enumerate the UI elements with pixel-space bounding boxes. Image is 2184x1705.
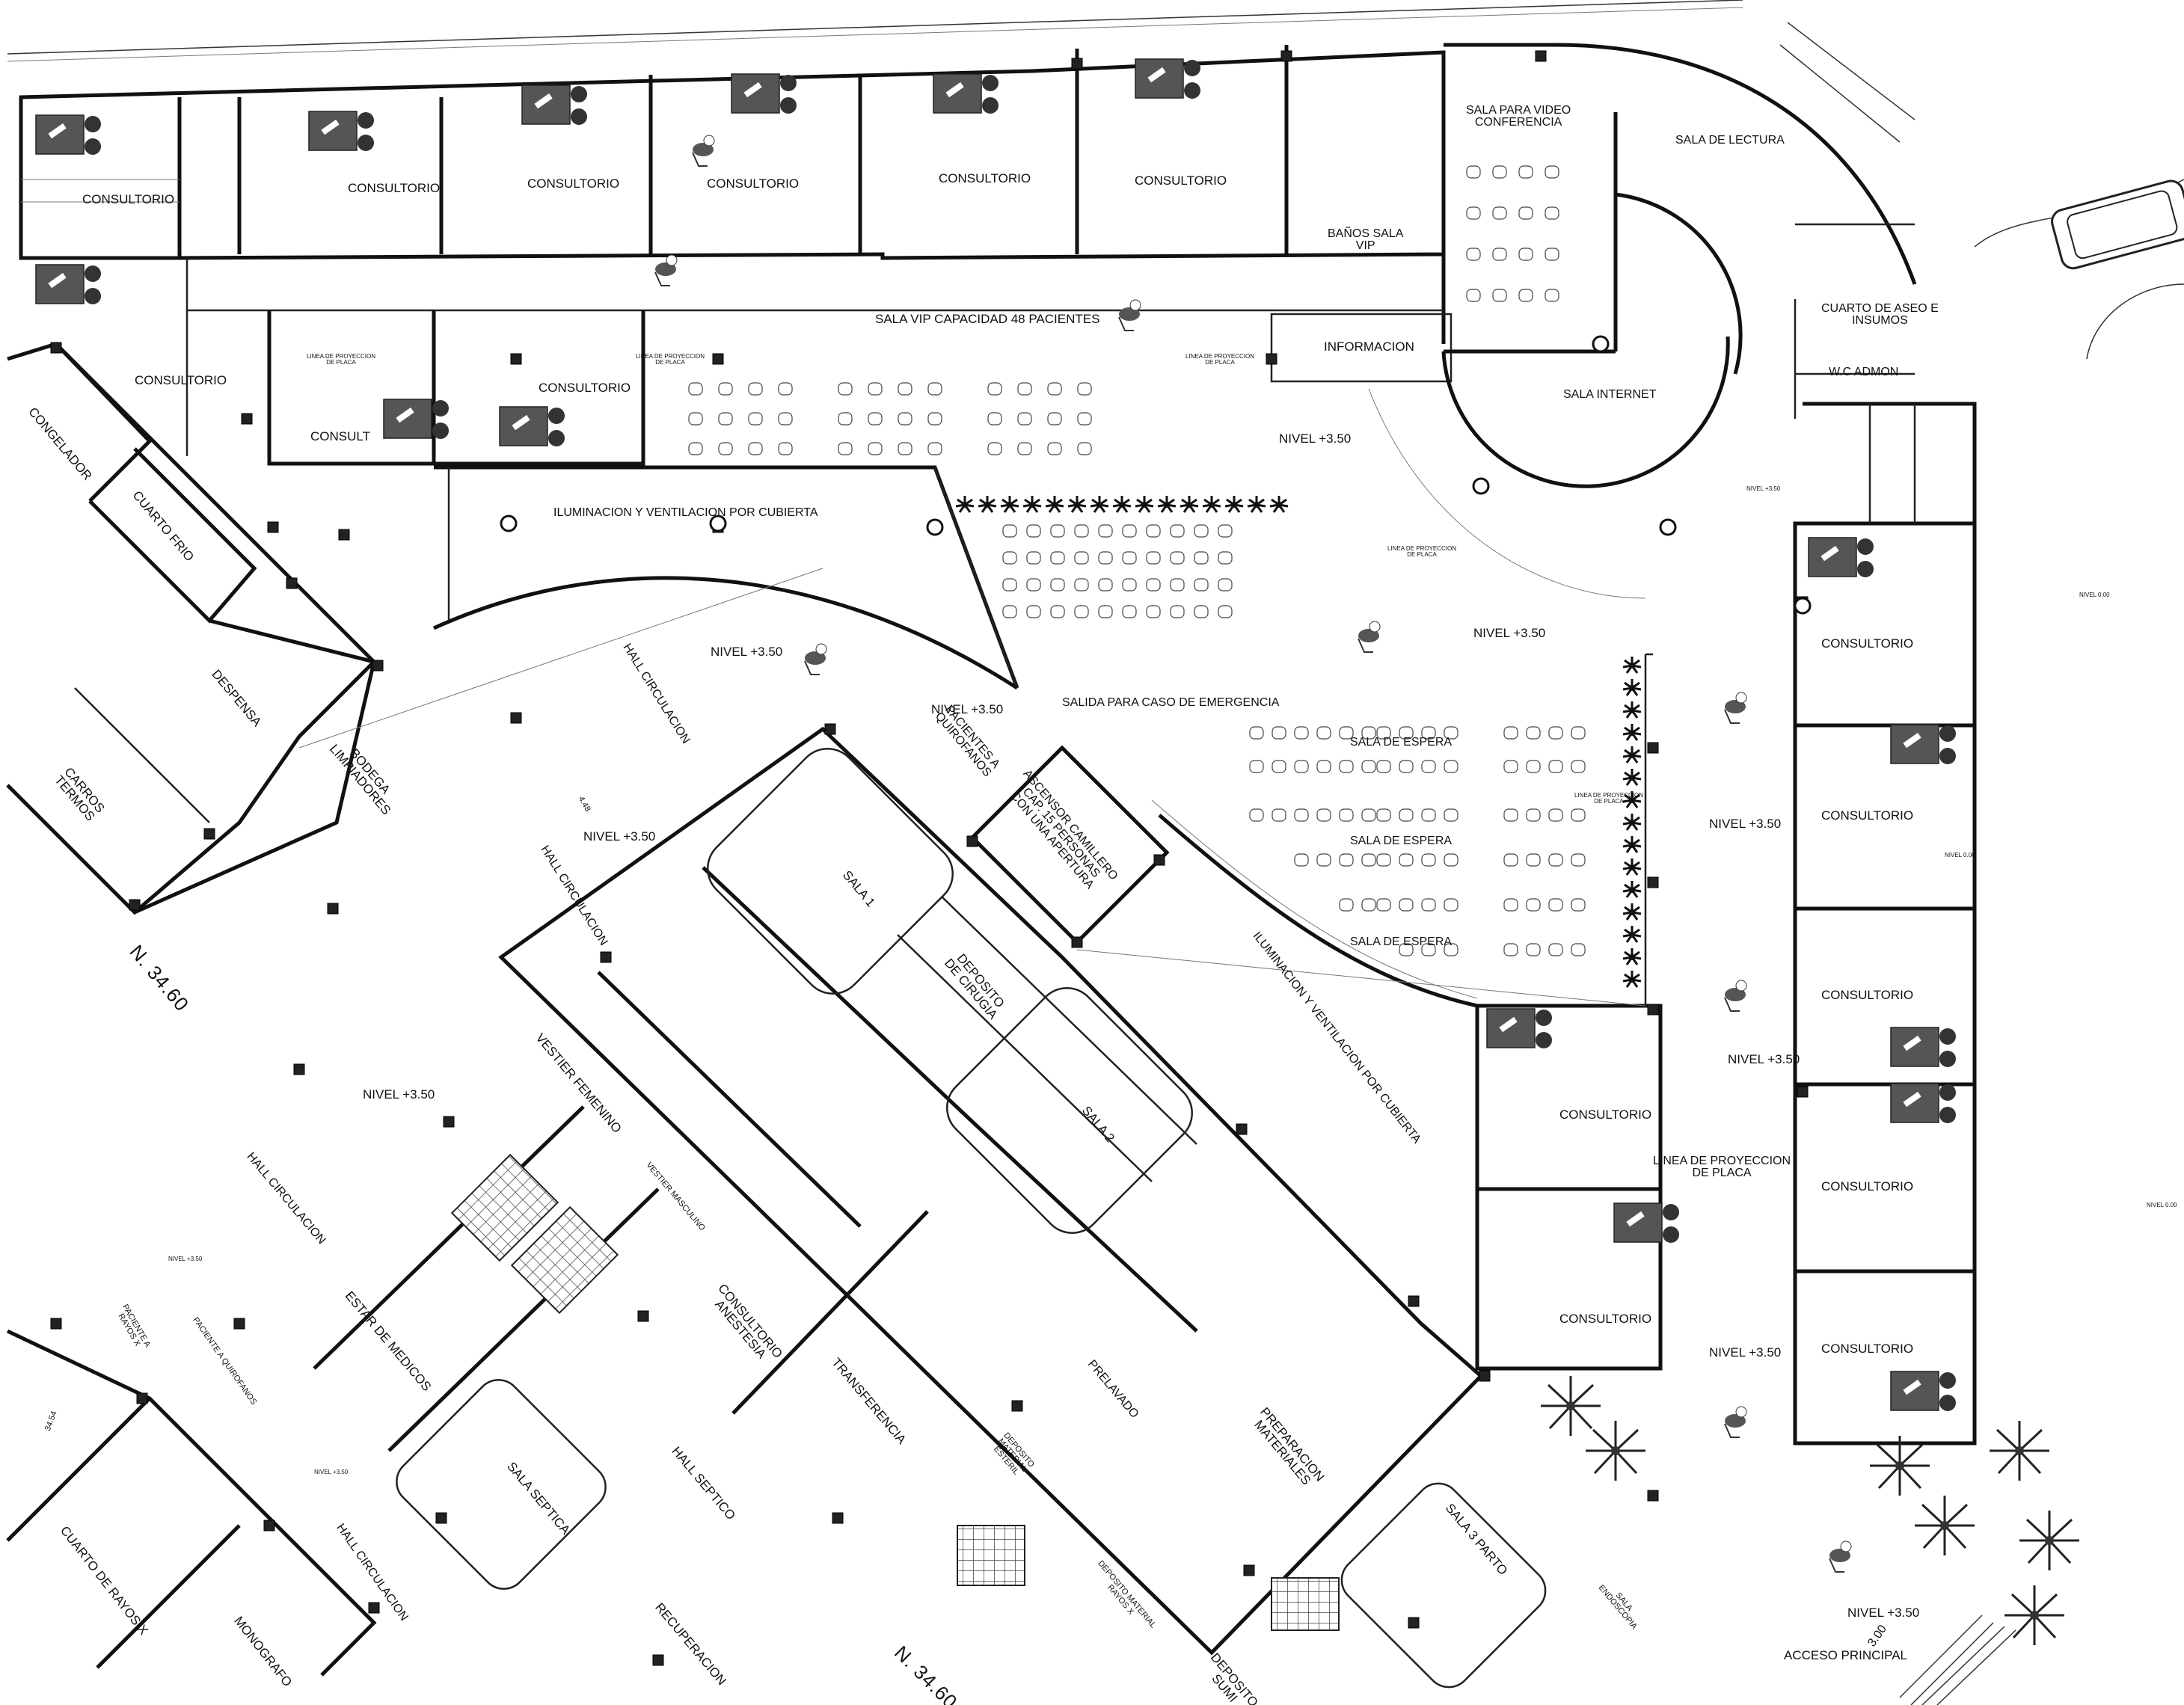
room-label-sala-espera-3: SALA DE ESPERA — [1350, 936, 1453, 948]
level-mark-6: NIVEL +3.50 — [363, 1087, 435, 1102]
level-mark-000-2: NIVEL 0.00 — [1945, 852, 1975, 858]
room-label-banos-vip: BAÑOS SALA VIP — [1328, 227, 1404, 252]
room-label-sala-lectura: SALA DE LECTURA — [1675, 134, 1785, 147]
structural-columns — [50, 50, 1809, 1666]
room-label-consultorio-10: CONSULTORIO — [1821, 636, 1914, 651]
level-mark-2: NIVEL +3.50 — [1473, 626, 1546, 640]
room-label-consultorio-16: CONSULTORIO — [1559, 1312, 1652, 1326]
note-linea-placa-3: LINEA DE PROYECCION DE PLACA — [1185, 353, 1255, 366]
level-mark-1: NIVEL +3.50 — [1279, 431, 1352, 446]
level-mark-000-3: NIVEL 0.00 — [2147, 1202, 2177, 1208]
wet-area-hatch — [450, 1153, 1340, 1631]
level-mark-7: NIVEL +3.50 — [1709, 817, 1782, 831]
consultorio-desks — [35, 58, 1957, 1412]
level-mark-10: NIVEL +3.50 — [1847, 1606, 1920, 1620]
room-label-consultorio-15: CONSULTORIO — [1559, 1108, 1652, 1122]
room-label-wc-admon: W.C ADMON — [1829, 366, 1899, 378]
room-label-consultorio-7: CONSULTORIO — [135, 373, 227, 387]
room-label-consultorio-9: CONSULTORIO — [539, 381, 631, 395]
room-label-consultorio-2: CONSULTORIO — [348, 181, 441, 195]
room-label-consultorio-3: CONSULTORIO — [527, 176, 620, 191]
entrance-steps — [1899, 1615, 2016, 1705]
room-label-sala-espera-1: SALA DE ESPERA — [1350, 736, 1453, 749]
level-mark-3: NIVEL +3.50 — [711, 645, 783, 659]
planter-row-top — [954, 494, 1289, 514]
room-label-sala-espera-2: SALA DE ESPERA — [1350, 835, 1453, 847]
vehicle — [2051, 179, 2184, 270]
level-mark-9: NIVEL +3.50 — [1709, 1345, 1782, 1360]
surgery-rooms — [396, 748, 1547, 1689]
note-linea-placa-2: LINEA DE PROYECCION DE PLACA — [636, 353, 705, 366]
room-label-consultorio-8: CONSULT — [310, 429, 370, 443]
room-label-consultorio-11: CONSULTORIO — [1821, 808, 1914, 823]
note-linea-placa-big: LINEA DE PROYECCION DE PLACA — [1653, 1155, 1791, 1179]
street-line — [7, 0, 1743, 55]
consultorio-mid-block — [1475, 1004, 1663, 1371]
room-label-consultorio-13: CONSULTORIO — [1821, 1179, 1914, 1194]
room-label-sala-internet: SALA INTERNET — [1563, 388, 1657, 401]
room-label-video-conferencia: SALA PARA VIDEO CONFERENCIA — [1466, 104, 1571, 129]
waiting-curve — [1158, 814, 1478, 1008]
level-mark-4: NIVEL +3.50 — [931, 702, 1004, 716]
room-label-sala-vip: SALA VIP CAPACIDAD 48 PACIENTES — [875, 312, 1100, 326]
lower-left-block — [6, 1329, 377, 1677]
central-hall — [432, 465, 1019, 690]
planter-row-right — [1622, 655, 1642, 989]
room-label-consultorio-6: CONSULTORIO — [1135, 173, 1227, 188]
vip-corridor — [185, 258, 1453, 466]
note-linea-placa-5: LINEA DE PROYECCION DE PLACA — [1574, 792, 1644, 805]
room-label-cuarto-aseo: CUARTO DE ASEO E INSUMOS — [1821, 302, 1939, 327]
level-mark-13: NIVEL +3.50 — [314, 1469, 349, 1475]
level-mark-8: NIVEL +3.50 — [1728, 1052, 1800, 1066]
level-mark-11: NIVEL +3.50 — [1746, 485, 1781, 492]
room-label-consultorio-4: CONSULTORIO — [707, 176, 800, 191]
room-label-informacion: INFORMACION — [1324, 340, 1414, 354]
top-right-block — [1441, 22, 1917, 488]
note-salida-emergencia: SALIDA PARA CASO DE EMERGENCIA — [1062, 696, 1280, 709]
room-label-consultorio-5: CONSULTORIO — [939, 171, 1031, 185]
room-label-consultorio-12: CONSULTORIO — [1821, 988, 1914, 1002]
level-mark-12: NIVEL +3.50 — [168, 1256, 203, 1262]
note-linea-placa-4: LINEA DE PROYECCION DE PLACA — [1387, 545, 1457, 558]
level-mark-000-1: NIVEL 0.00 — [2079, 592, 2110, 598]
skylights — [500, 335, 1812, 615]
consultorio-right-column — [1793, 402, 1977, 1446]
people — [654, 135, 1852, 1573]
level-mark-5: NIVEL +3.50 — [583, 829, 656, 844]
room-label-consultorio-14: CONSULTORIO — [1821, 1342, 1914, 1356]
note-linea-placa-1: LINEA DE PROYECCION DE PLACA — [307, 353, 376, 366]
room-label-consultorio-1: CONSULTORIO — [82, 192, 175, 206]
surgery-wing — [313, 726, 1484, 1656]
note-iluminacion: ILUMINACION Y VENTILACION POR CUBIERTA — [553, 506, 818, 519]
label-acceso-principal: ACCESO PRINCIPAL — [1784, 1648, 1908, 1662]
